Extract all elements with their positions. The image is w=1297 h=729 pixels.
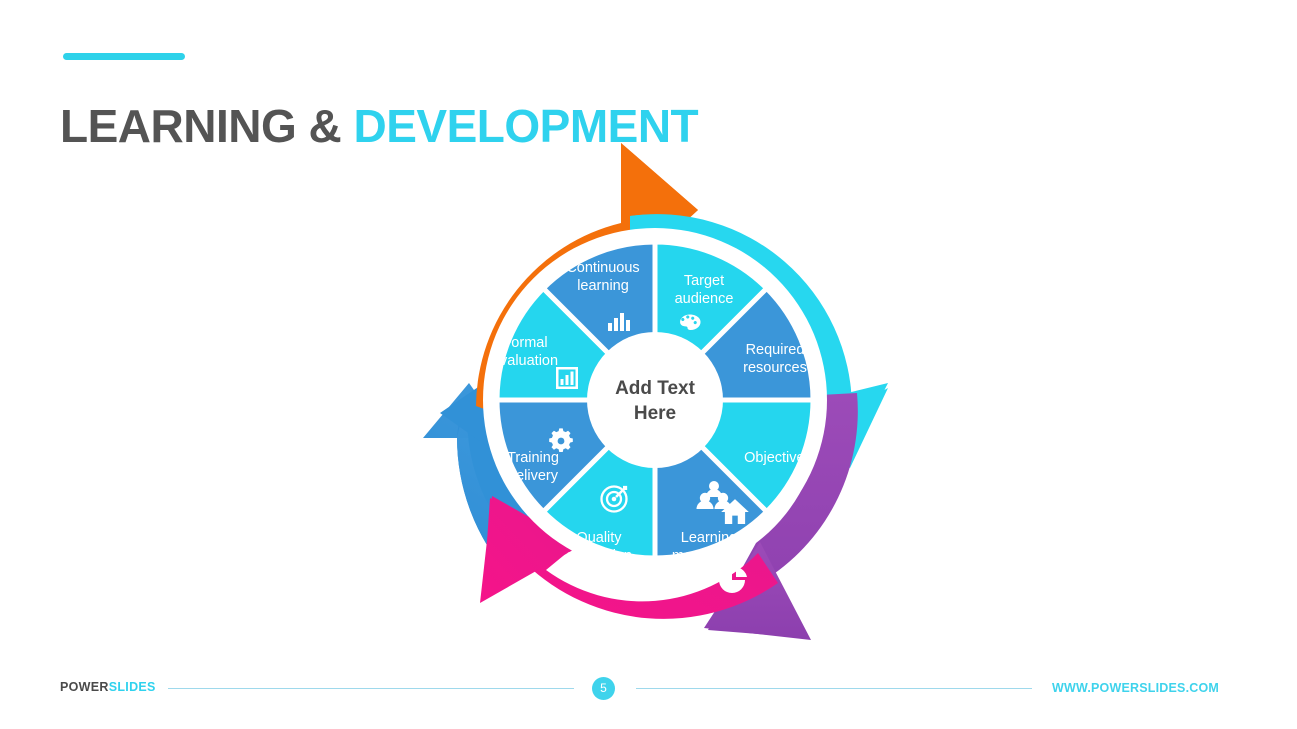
center-label-line1: Add Text — [615, 378, 696, 399]
center-label-line2: Here — [634, 403, 676, 424]
bar-chart-box-icon — [556, 367, 578, 389]
target-icon — [600, 485, 628, 513]
bar-chart-icon — [608, 313, 630, 331]
footer-brand-part1: POWER — [60, 680, 109, 694]
footer-brand-part2: SLIDES — [108, 680, 156, 694]
label-target-audience-line2: audience — [675, 291, 734, 307]
label-training-delivery-line2: delivery — [508, 468, 559, 484]
label-quality-evaluation-line2: evaluation — [566, 548, 632, 564]
pink-arrow — [480, 496, 778, 619]
footer-divider-left — [168, 688, 574, 689]
learning-development-cycle-diagram: Add Text Here Target audience Required r… — [368, 138, 928, 663]
label-required-resources-line1: Required — [746, 342, 805, 358]
title-accent-bar — [63, 53, 185, 60]
label-formal-evaluation-line2: evaluation — [492, 353, 558, 369]
page-title: LEARNING & DEVELOPMENT — [60, 95, 699, 157]
label-required-resources-line2: resources — [743, 360, 807, 376]
label-training-delivery-line1: Training — [507, 450, 559, 466]
label-continuous-learning-line1: Continuous — [566, 260, 639, 276]
page-number-badge: 5 — [592, 677, 615, 700]
home-icon — [721, 499, 749, 524]
center-hub — [587, 332, 723, 468]
footer-brand-logo: POWERSLIDES — [60, 680, 156, 694]
people-group-icon — [696, 481, 732, 509]
label-learning-mechanism-line1: Learning — [681, 530, 737, 546]
footer-website-link[interactable]: WWW.POWERSLIDES.COM — [1052, 681, 1219, 695]
label-continuous-learning-line2: learning — [577, 278, 629, 294]
page-title-part2: DEVELOPMENT — [353, 99, 699, 152]
label-objectives-line1: Objectives — [744, 450, 812, 466]
segment-labels: Target audience Required resources Objec… — [492, 260, 812, 564]
segment-icons — [549, 313, 749, 593]
footer-divider-right — [636, 688, 1032, 689]
palette-icon — [680, 314, 701, 331]
pie-chart-icon — [719, 567, 747, 593]
label-formal-evaluation-line1: Formal — [502, 335, 547, 351]
label-quality-evaluation-line1: Quality — [576, 530, 622, 546]
gear-icon — [549, 428, 573, 453]
label-learning-mechanism-line2: mechanism — [672, 548, 746, 564]
page-title-part1: LEARNING & — [60, 99, 354, 152]
label-target-audience-line1: Target — [684, 273, 724, 289]
